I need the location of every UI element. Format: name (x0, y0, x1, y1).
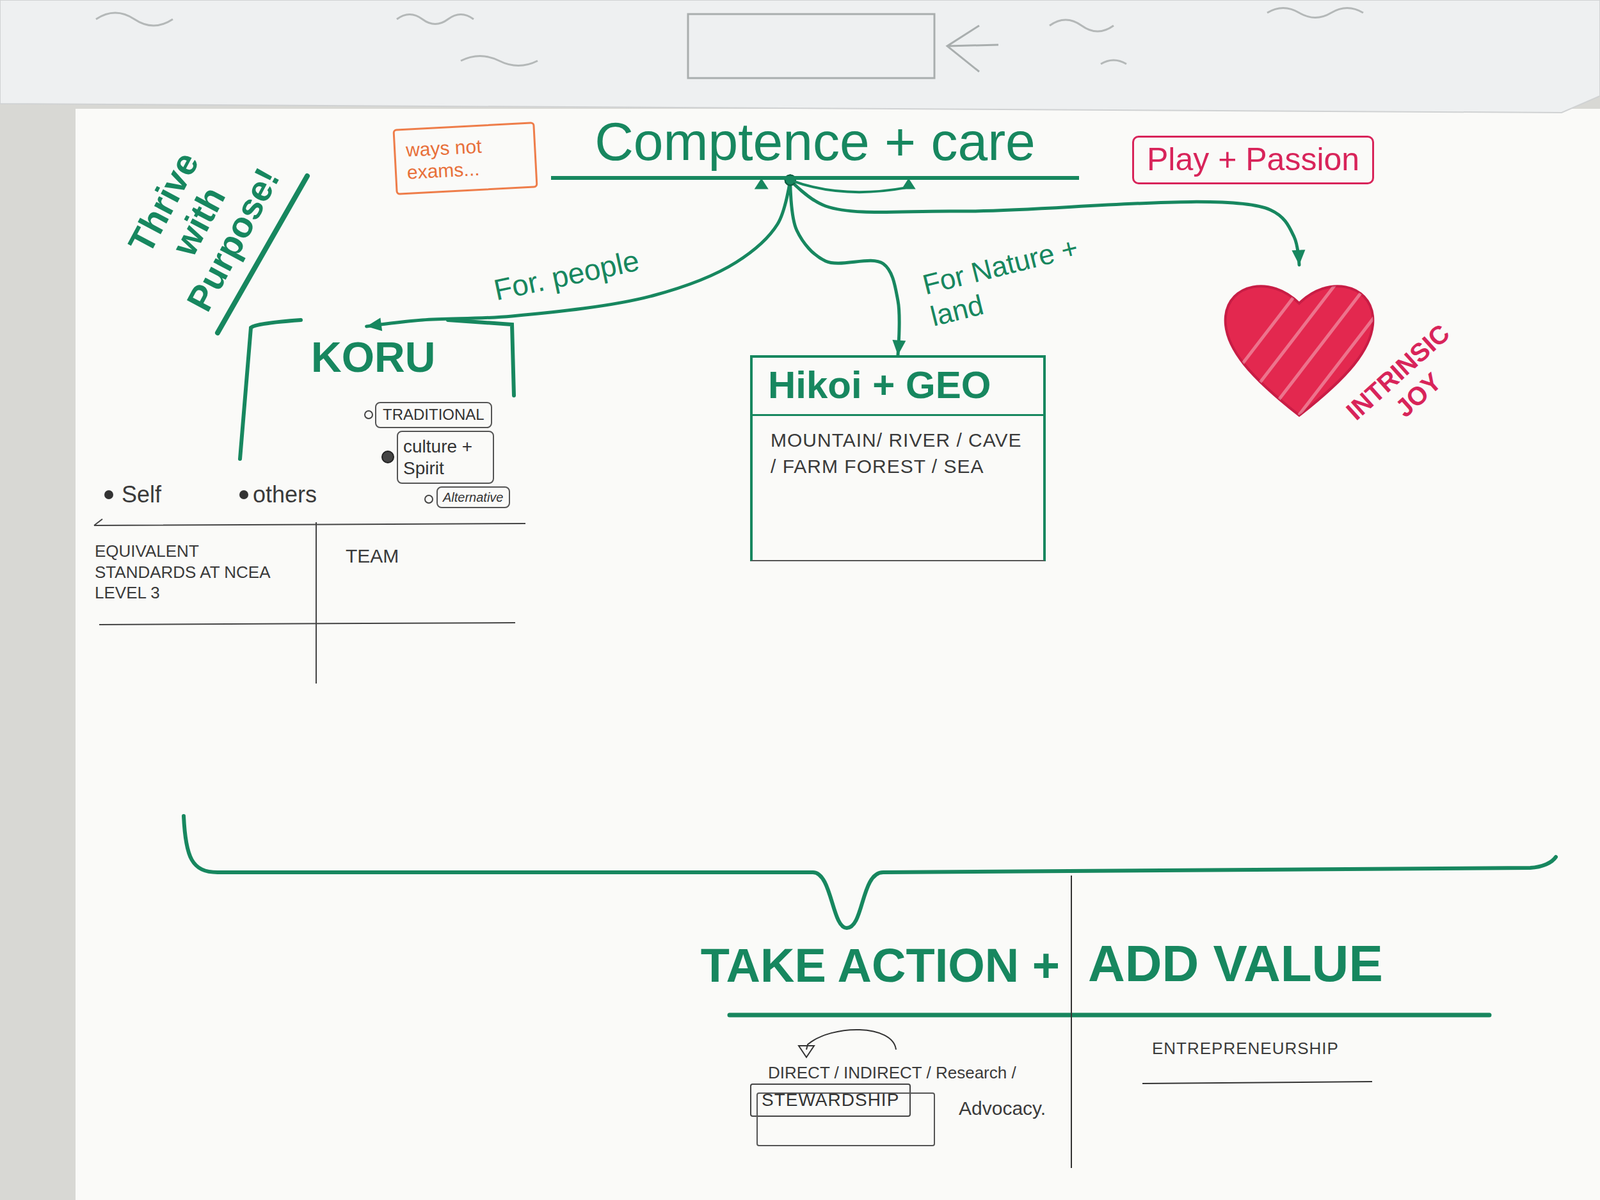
table-line (1142, 1081, 1373, 1084)
tag-box: culture + Spirit (396, 430, 495, 484)
edge-label: For. people (490, 244, 642, 307)
bullet-dot (104, 490, 114, 500)
connector-arrow (366, 179, 791, 327)
section-heading-text: TAKE ACTION + (700, 938, 1060, 993)
bullet-dot (382, 451, 394, 463)
leader-arrow (806, 1029, 896, 1050)
table-cell: DIRECT / INDIRECT / Research / (768, 1062, 1017, 1084)
node-title: KORU (311, 334, 436, 381)
edge-label-text: For. people (490, 244, 642, 307)
koru-bracket (240, 320, 301, 459)
slogan-text: Thrive with Purpose! (106, 119, 290, 322)
upper-sheet (0, 0, 1600, 113)
table-line (315, 522, 317, 684)
node-title: Hikoi + GEO (752, 357, 1044, 416)
hatch-stroke (1216, 264, 1319, 432)
heart-shape: INTRINSIC JOY (1216, 264, 1498, 470)
table-cell: Advocacy. (958, 1097, 1046, 1120)
tag-box: STEWARDSHIP (750, 1083, 911, 1117)
brace (183, 816, 1556, 928)
table-line (1070, 875, 1072, 1168)
node-title: TRADITIONAL (382, 405, 485, 425)
node-title: ways not exams... (405, 133, 525, 184)
node-title: STEWARDSHIP (761, 1089, 900, 1111)
edge-label-text: For Nature + land (919, 231, 1090, 333)
leader-arrowhead (798, 1045, 815, 1058)
table-line (99, 622, 516, 625)
node-title: Play + Passion (1146, 141, 1360, 179)
note-box: Play + Passion (1132, 135, 1375, 185)
section-box: KORU (305, 326, 441, 381)
node-title: Alternative (442, 489, 504, 505)
table-cell-text: EQUIVALENT STANDARDS AT NCEA LEVEL 3 (94, 540, 287, 604)
node-title: culture + Spirit (403, 435, 488, 479)
note-box: ways not exams... (392, 121, 538, 195)
table-cell-text: Advocacy. (958, 1097, 1046, 1120)
table-cell: TEAM (345, 545, 399, 568)
tag-box: Alternative (436, 486, 511, 509)
paper-sheet (75, 108, 1600, 1200)
bullet-dot (424, 495, 433, 504)
slogan: Thrive with Purpose! (106, 119, 290, 322)
section-heading: TAKE ACTION + (700, 938, 1060, 993)
faint-scribble (96, 8, 1364, 66)
node-body: MOUNTAIN/ RIVER / CAVE / FARM FOREST / S… (752, 416, 1044, 491)
table-cell: EQUIVALENT STANDARDS AT NCEA LEVEL 3 (94, 540, 287, 604)
bullet-item-text: Self (121, 481, 162, 509)
bullet-item: Self (121, 481, 162, 509)
faint-box (688, 14, 935, 79)
bullet-dot (364, 410, 373, 419)
table-cell-text: TEAM (345, 545, 399, 568)
section-box: Hikoi + GEOMOUNTAIN/ RIVER / CAVE / FARM… (750, 355, 1046, 562)
bullet-item: others (252, 481, 317, 509)
table-line (94, 519, 526, 526)
edge-label: For Nature + land (919, 231, 1090, 333)
decor-stroke (790, 179, 906, 192)
bullet-item-text: others (252, 481, 317, 509)
connector-arrow (790, 179, 900, 356)
section-heading: ADD VALUE (1088, 934, 1384, 994)
section-heading-text: ADD VALUE (1088, 934, 1384, 994)
heading-band: Comptence + care (551, 112, 1080, 180)
table-cell-text: DIRECT / INDIRECT / Research / (768, 1062, 1017, 1084)
table-cell-text: ENTREPRENEURSHIP (1152, 1038, 1339, 1060)
tag-box: TRADITIONAL (375, 401, 493, 429)
table-cell: ENTREPRENEURSHIP (1152, 1038, 1339, 1060)
faint-arrow (947, 25, 999, 72)
bullet-dot (239, 490, 249, 500)
node-title: Comptence + care (551, 112, 1080, 171)
heading-underline (729, 1013, 1490, 1018)
koru-bracket (448, 320, 514, 396)
hatch-stroke (1222, 264, 1351, 432)
